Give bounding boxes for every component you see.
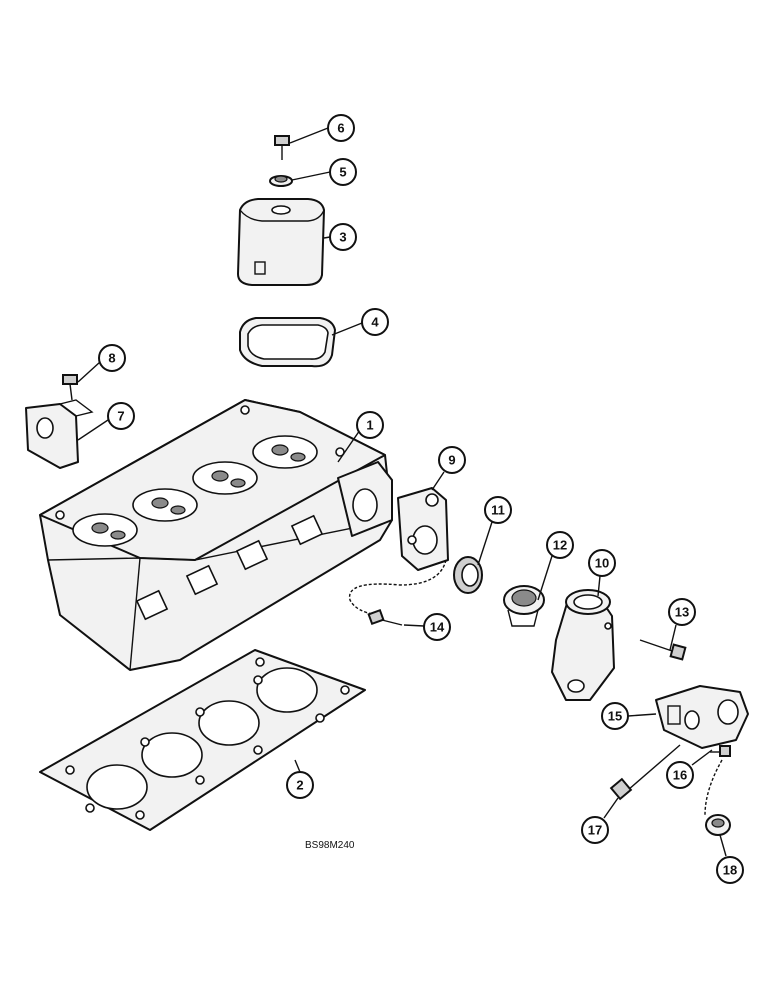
part-2-head-gasket bbox=[39, 649, 366, 831]
callout-5: 5 bbox=[329, 158, 357, 186]
part-1-cylinder-head bbox=[39, 399, 393, 671]
callout-14: 14 bbox=[423, 613, 451, 641]
callout-1: 1 bbox=[356, 411, 384, 439]
callout-11-label: 11 bbox=[491, 503, 505, 518]
callout-18: 18 bbox=[716, 856, 744, 884]
callout-7: 7 bbox=[107, 402, 135, 430]
callout-18-label: 18 bbox=[723, 863, 737, 878]
callout-16-label: 16 bbox=[673, 768, 687, 783]
part-18-plug bbox=[705, 814, 731, 836]
callout-2: 2 bbox=[286, 771, 314, 799]
callout-6-label: 6 bbox=[337, 121, 344, 136]
callout-13-label: 13 bbox=[675, 605, 689, 620]
callout-12-label: 12 bbox=[553, 538, 567, 553]
callout-6: 6 bbox=[327, 114, 355, 142]
callout-3: 3 bbox=[329, 223, 357, 251]
callout-7-label: 7 bbox=[117, 409, 124, 424]
callout-4-label: 4 bbox=[371, 315, 379, 330]
part-17-long-bolt bbox=[609, 744, 681, 801]
callout-2-label: 2 bbox=[296, 778, 303, 793]
callout-16: 16 bbox=[666, 761, 694, 789]
part-11-seal bbox=[453, 556, 483, 594]
part-16-screw bbox=[710, 745, 731, 757]
callout-11: 11 bbox=[484, 496, 512, 524]
callout-8-label: 8 bbox=[108, 351, 115, 366]
callout-17-label: 17 bbox=[588, 823, 602, 838]
callout-8: 8 bbox=[98, 344, 126, 372]
callout-15-label: 15 bbox=[608, 709, 622, 724]
callout-13: 13 bbox=[668, 598, 696, 626]
callout-14-label: 14 bbox=[430, 620, 445, 635]
callout-12: 12 bbox=[546, 531, 574, 559]
leader-lines bbox=[77, 127, 727, 857]
callout-10-label: 10 bbox=[595, 556, 609, 571]
leader-loop bbox=[348, 559, 447, 616]
callout-9-label: 9 bbox=[448, 453, 455, 468]
leader-18-dashed bbox=[704, 759, 723, 816]
callout-15: 15 bbox=[601, 702, 629, 730]
callout-10: 10 bbox=[588, 549, 616, 577]
part-13-bolt bbox=[639, 639, 687, 661]
part-6-screw bbox=[274, 135, 290, 160]
part-7-lifting-bracket bbox=[25, 399, 94, 469]
part-9-outlet-gasket bbox=[397, 487, 449, 571]
part-10-thermostat-housing bbox=[551, 589, 615, 701]
part-14-bolt bbox=[367, 608, 403, 626]
part-3-cover bbox=[237, 198, 325, 286]
callout-9: 9 bbox=[438, 446, 466, 474]
callout-3-label: 3 bbox=[339, 230, 346, 245]
part-15-bracket bbox=[655, 685, 749, 749]
part-5-grommet bbox=[269, 175, 293, 187]
callout-17: 17 bbox=[581, 816, 609, 844]
part-4-gasket bbox=[239, 317, 336, 368]
part-12-thermostat bbox=[503, 585, 545, 627]
callout-1-label: 1 bbox=[366, 418, 373, 433]
callout-4: 4 bbox=[361, 308, 389, 336]
callout-5-label: 5 bbox=[339, 165, 346, 180]
figure-code: BS98M240 bbox=[305, 840, 355, 851]
part-8-bolt bbox=[62, 374, 78, 401]
